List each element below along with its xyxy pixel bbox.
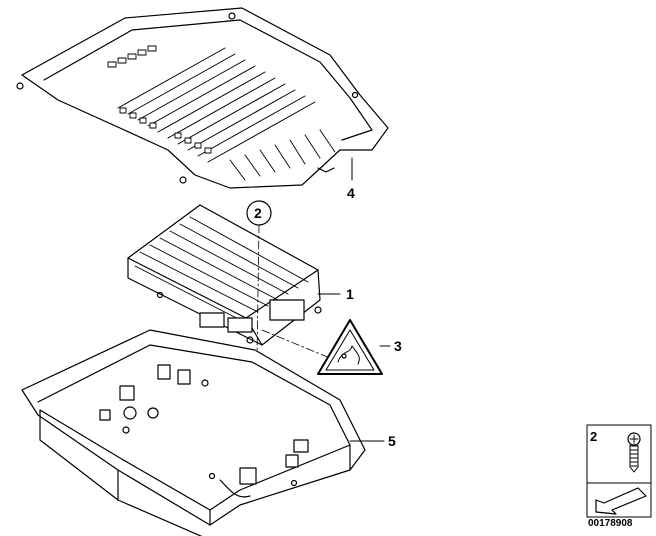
screw-icon (627, 432, 641, 473)
legend-item-number: 2 (590, 429, 598, 444)
callout-label-1: 1 (346, 286, 354, 302)
callout-label-4: 4 (347, 185, 355, 201)
amplifier-part-1 (127, 204, 322, 346)
mounting-plate-part-4 (16, 7, 389, 189)
callout-label-2: 2 (254, 205, 262, 221)
callout-label-3: 3 (394, 338, 402, 354)
arrow-icon (595, 487, 647, 515)
carrier-tray-part-5 (21, 329, 366, 536)
warning-label-part-3 (317, 319, 383, 375)
document-number: 00178908 (588, 518, 633, 529)
callout-label-5: 5 (388, 433, 396, 449)
legend-box (586, 424, 652, 518)
